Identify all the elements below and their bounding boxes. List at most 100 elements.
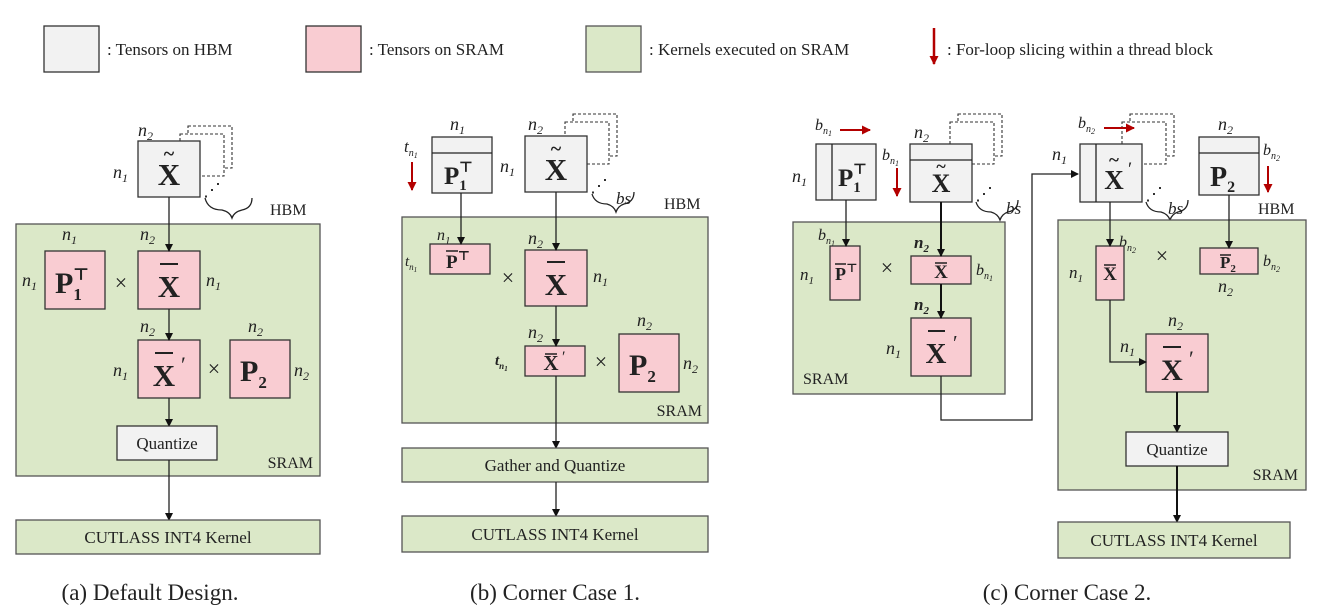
sram-label: SRAM [803, 371, 848, 388]
dim-n1: n1 [792, 166, 807, 189]
hbm-label: HBM [270, 202, 306, 219]
x-symbol: X [1104, 165, 1124, 195]
dim-n2: n2 [528, 114, 543, 137]
x-symbol: X [545, 152, 568, 187]
tensor-x-bar-slice [1095, 245, 1125, 301]
tensor-x-tilde-prime-hbm [1079, 143, 1143, 203]
sram-label: SRAM [657, 403, 702, 420]
p1t-symbol: P1⊤ [444, 160, 473, 194]
panel-c: bn1 n1 P1⊤ X ~ ⋰ bs n2 bn1 SRAM bn1 n1 P… [792, 113, 1307, 605]
x-symbol: X [1161, 354, 1183, 387]
quantize-box [1125, 431, 1229, 467]
dim-n1: n1 [1052, 144, 1067, 167]
dots-glyph: ⋰ [1145, 184, 1163, 204]
caption-b: (b) Corner Case 1. [470, 580, 640, 605]
p2-symbol: P2 [1210, 162, 1235, 196]
dim-n2: n2 [528, 228, 543, 251]
quantize-label: Quantize [1146, 440, 1207, 459]
legend-sram-label: : Tensors on SRAM [369, 40, 504, 59]
gather-quantize-label: Gather and Quantize [485, 456, 626, 475]
dim-n1: n1 [593, 266, 608, 289]
dim-t-n1: tn1 [405, 254, 417, 274]
legend-loop-label: : For-loop slicing within a thread block [947, 40, 1213, 59]
dim-n2: n2 [140, 316, 155, 339]
tensor-p1t-slice [429, 243, 491, 275]
tensor-p1t-slice [829, 245, 861, 301]
tensor-x-bar-slice [910, 255, 972, 285]
legend-hbm-swatch [43, 25, 100, 73]
prime-mark: ′ [562, 349, 566, 366]
cutlass-kernel-box [401, 515, 709, 553]
legend-kernel-swatch [585, 25, 642, 73]
sram-label: SRAM [268, 455, 313, 472]
cutlass-label: CUTLASS INT4 Kernel [471, 525, 638, 544]
connector-line [940, 170, 1079, 421]
dim-n1: n1 [800, 265, 814, 287]
legend-sram-swatch [305, 25, 362, 73]
prime-mark: ′ [953, 331, 958, 355]
p2-symbol: P2 [1220, 253, 1236, 275]
x-symbol: X [926, 338, 947, 370]
x-symbol: X [153, 358, 176, 393]
tensor-x-bar [137, 250, 201, 310]
tensor-p2 [229, 339, 291, 399]
gather-quantize-box [401, 447, 709, 483]
dim-b-n2: bn2 [1078, 115, 1095, 136]
p1t-symbol: P1⊤ [838, 162, 867, 196]
times-symbol: × [502, 265, 514, 290]
x-symbol: X [158, 157, 181, 192]
p2-symbol: P2 [240, 355, 267, 392]
cutlass-kernel-box [1057, 521, 1291, 559]
prime-mark: ′ [181, 352, 186, 377]
dim-n2: n2 [1218, 114, 1233, 137]
cutlass-label: CUTLASS INT4 Kernel [84, 528, 251, 547]
dim-n1: n1 [22, 270, 37, 293]
caption-a: (a) Default Design. [62, 580, 239, 605]
dim-n2: n2 [528, 322, 543, 345]
dim-n1: n1 [1120, 336, 1135, 359]
dim-n1: n1 [437, 227, 451, 247]
tensor-p2 [618, 333, 680, 393]
times-symbol: × [881, 255, 893, 280]
tensor-x-bar-prime [1145, 333, 1209, 393]
x-symbol: X [158, 269, 181, 304]
dim-b-n1: bn1 [815, 117, 832, 138]
dim-n1: n1 [500, 156, 515, 179]
x-symbol: X [545, 267, 568, 302]
cutlass-kernel-box [15, 519, 321, 555]
cutlass-label: CUTLASS INT4 Kernel [1090, 531, 1257, 550]
dots-glyph: ⋰ [590, 176, 608, 196]
dim-n2: n2 [1168, 310, 1183, 333]
dim-n2: n2 [140, 224, 155, 247]
dim-n2: n2 [294, 360, 309, 383]
dim-t-n1: tn1 [495, 353, 508, 373]
dim-b-n1: bn1 [882, 147, 899, 168]
panel-b: n1 tn1 P1⊤ X ~ ⋰ bs n2 n1 HBM SRAM n1 tn… [401, 113, 709, 605]
dim-t-n1: tn1 [404, 137, 418, 160]
batch-brace [975, 199, 1019, 223]
dim-n2: n2 [637, 310, 652, 333]
dim-b-n1: bn1 [818, 227, 835, 248]
sram-label: SRAM [1253, 467, 1298, 484]
tensor-p2-hbm [1198, 136, 1260, 196]
dim-n2: n2 [914, 122, 929, 145]
batch-brace [204, 197, 253, 221]
tensor-p1t-hbm [431, 136, 493, 194]
dim-n1: n1 [113, 162, 128, 185]
legend-hbm-label: : Tensors on HBM [107, 40, 233, 59]
tilde-mark: ~ [1109, 150, 1119, 171]
x-symbol: X [934, 262, 948, 283]
times-symbol: × [115, 270, 127, 295]
panel-a: X ~ ⋰ bs n2 n1 HBM SRAM n1 n1 P1⊤ × n2 X… [15, 120, 321, 605]
p1t-symbol: P⊤ [835, 261, 858, 284]
dim-n2: n2 [138, 120, 153, 143]
times-symbol: × [208, 356, 220, 381]
legend: : Tensors on HBM : Tensors on SRAM : Ker… [43, 25, 1213, 73]
quantize-box [116, 425, 218, 461]
x-symbol: X [543, 351, 558, 375]
legend-kernel-label: : Kernels executed on SRAM [649, 40, 849, 59]
sram-region-1 [792, 221, 1006, 395]
tensor-x-bar-prime [137, 339, 201, 399]
quantize-label: Quantize [136, 434, 197, 453]
dim-n1: n1 [62, 224, 77, 247]
